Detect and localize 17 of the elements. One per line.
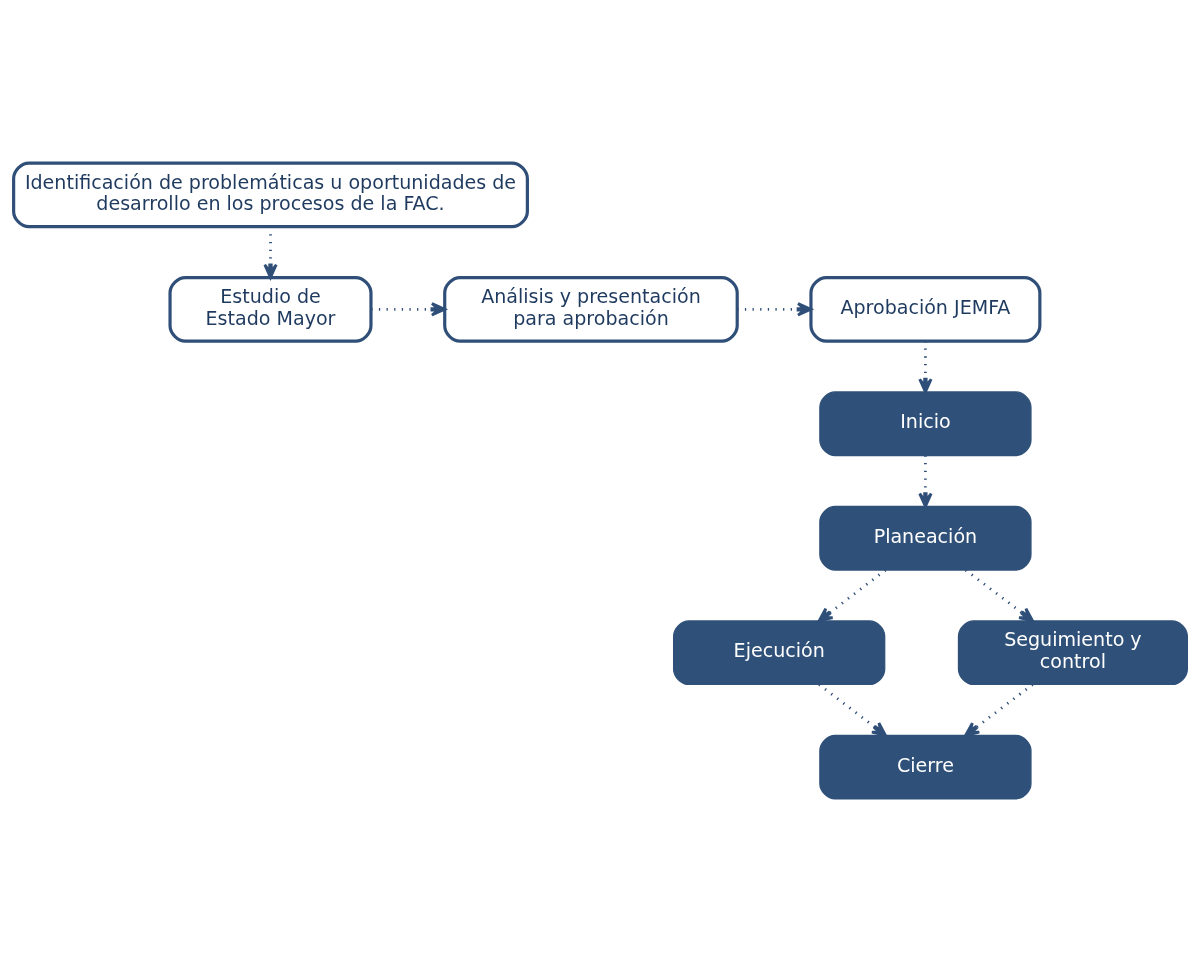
node-box: Planeación [819, 505, 1032, 571]
arrow [818, 682, 887, 737]
arrow [964, 568, 1035, 622]
arrow [371, 301, 447, 316]
node-box: Inicio [819, 390, 1032, 456]
arrow [964, 682, 1034, 737]
arrow [737, 301, 813, 316]
node-box: Identificación de problemáticas u oportunidades de desarrollo en los procesos de la FAC. [12, 161, 529, 228]
node-box: Seguimiento y control [957, 619, 1188, 685]
arrow [918, 340, 933, 393]
arrow [817, 568, 887, 622]
arrow [918, 455, 933, 508]
node-box: Análisis y presentación para aprobación [443, 275, 739, 343]
node-box: Cierre [819, 734, 1032, 800]
node-box: Estudio de Estado Mayor [168, 275, 373, 343]
node-box: Ejecución [673, 619, 886, 685]
node-box: Aprobación JEMFA [809, 275, 1042, 343]
